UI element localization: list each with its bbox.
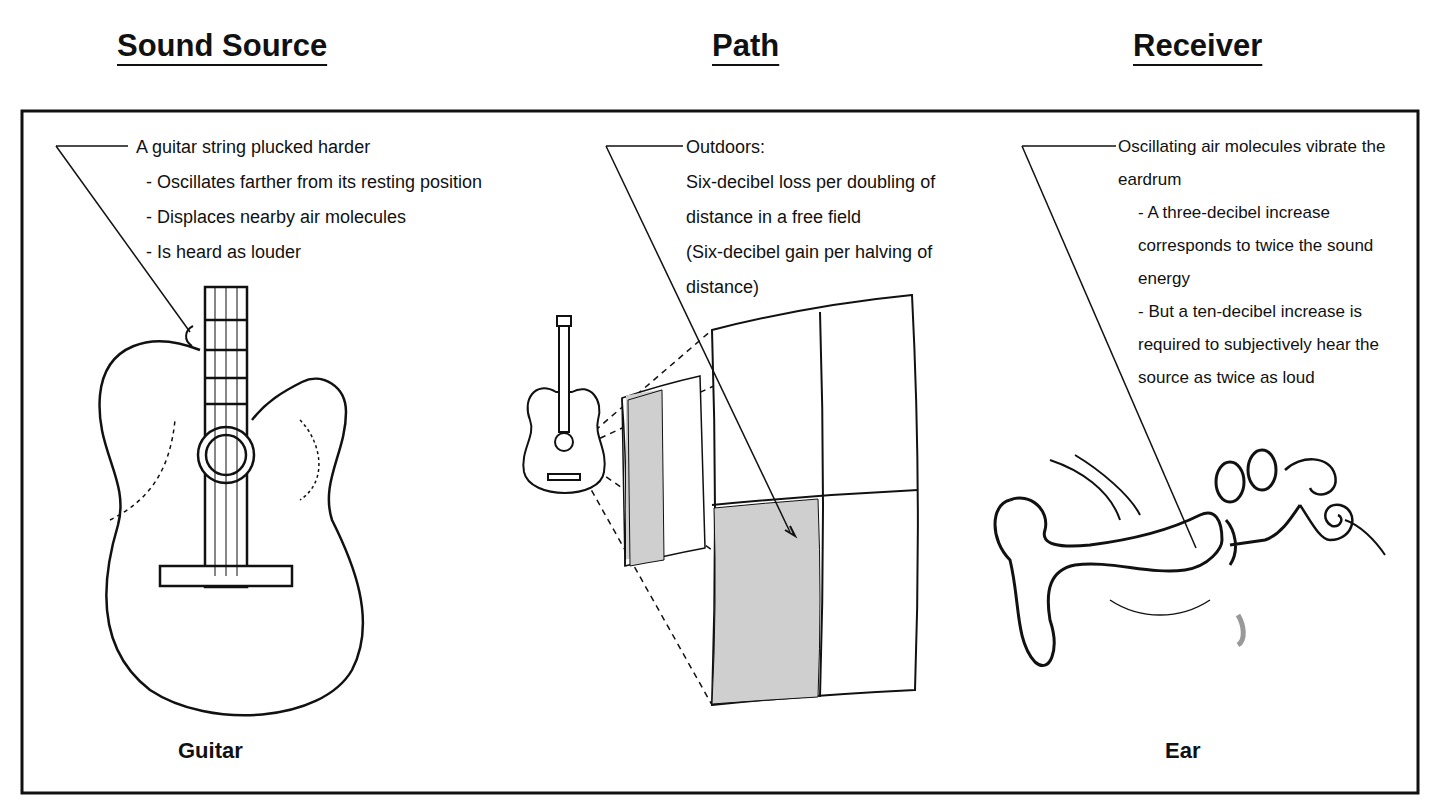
ear-drawing <box>995 450 1385 666</box>
column-heading: Receiver <box>1133 28 1262 63</box>
callout-bullet: - Displaces nearby air molecules <box>146 200 576 235</box>
callout-text: Outdoors: <box>686 130 991 165</box>
figure-caption: Ear <box>1165 733 1200 768</box>
column-heading: Path <box>712 28 779 63</box>
spreading-wave-drawing <box>570 146 918 705</box>
heading-underline <box>117 64 327 66</box>
callout-text: A guitar string plucked harder <box>136 130 576 165</box>
frame <box>22 111 1418 793</box>
figure-caption: Guitar <box>178 733 243 768</box>
leader-line <box>1022 145 1116 147</box>
callout-text: Six-decibel loss per doubling of distanc… <box>686 165 991 235</box>
guitar-drawing <box>100 287 363 715</box>
callout-bullet: - But a ten-decibel increase is required… <box>1138 295 1410 394</box>
callout-bullet: - Is heard as louder <box>146 235 576 270</box>
eardrum-mark <box>1238 615 1243 645</box>
heading-underlines <box>117 65 1262 66</box>
small-guitar-drawing <box>523 316 604 493</box>
callout-text: (Six-decibel gain per halving of distanc… <box>686 235 991 305</box>
column-heading: Sound Source <box>117 28 327 63</box>
heading-underline <box>1133 64 1262 66</box>
callout-text: Oscillating air molecules vibrate the ea… <box>1118 130 1410 196</box>
callout-bullet: - Oscillates farther from its resting po… <box>146 165 576 200</box>
leader-line <box>56 145 128 147</box>
heading-underline <box>712 64 779 66</box>
callout-bullet: - A three-decibel increase corresponds t… <box>1138 196 1410 295</box>
